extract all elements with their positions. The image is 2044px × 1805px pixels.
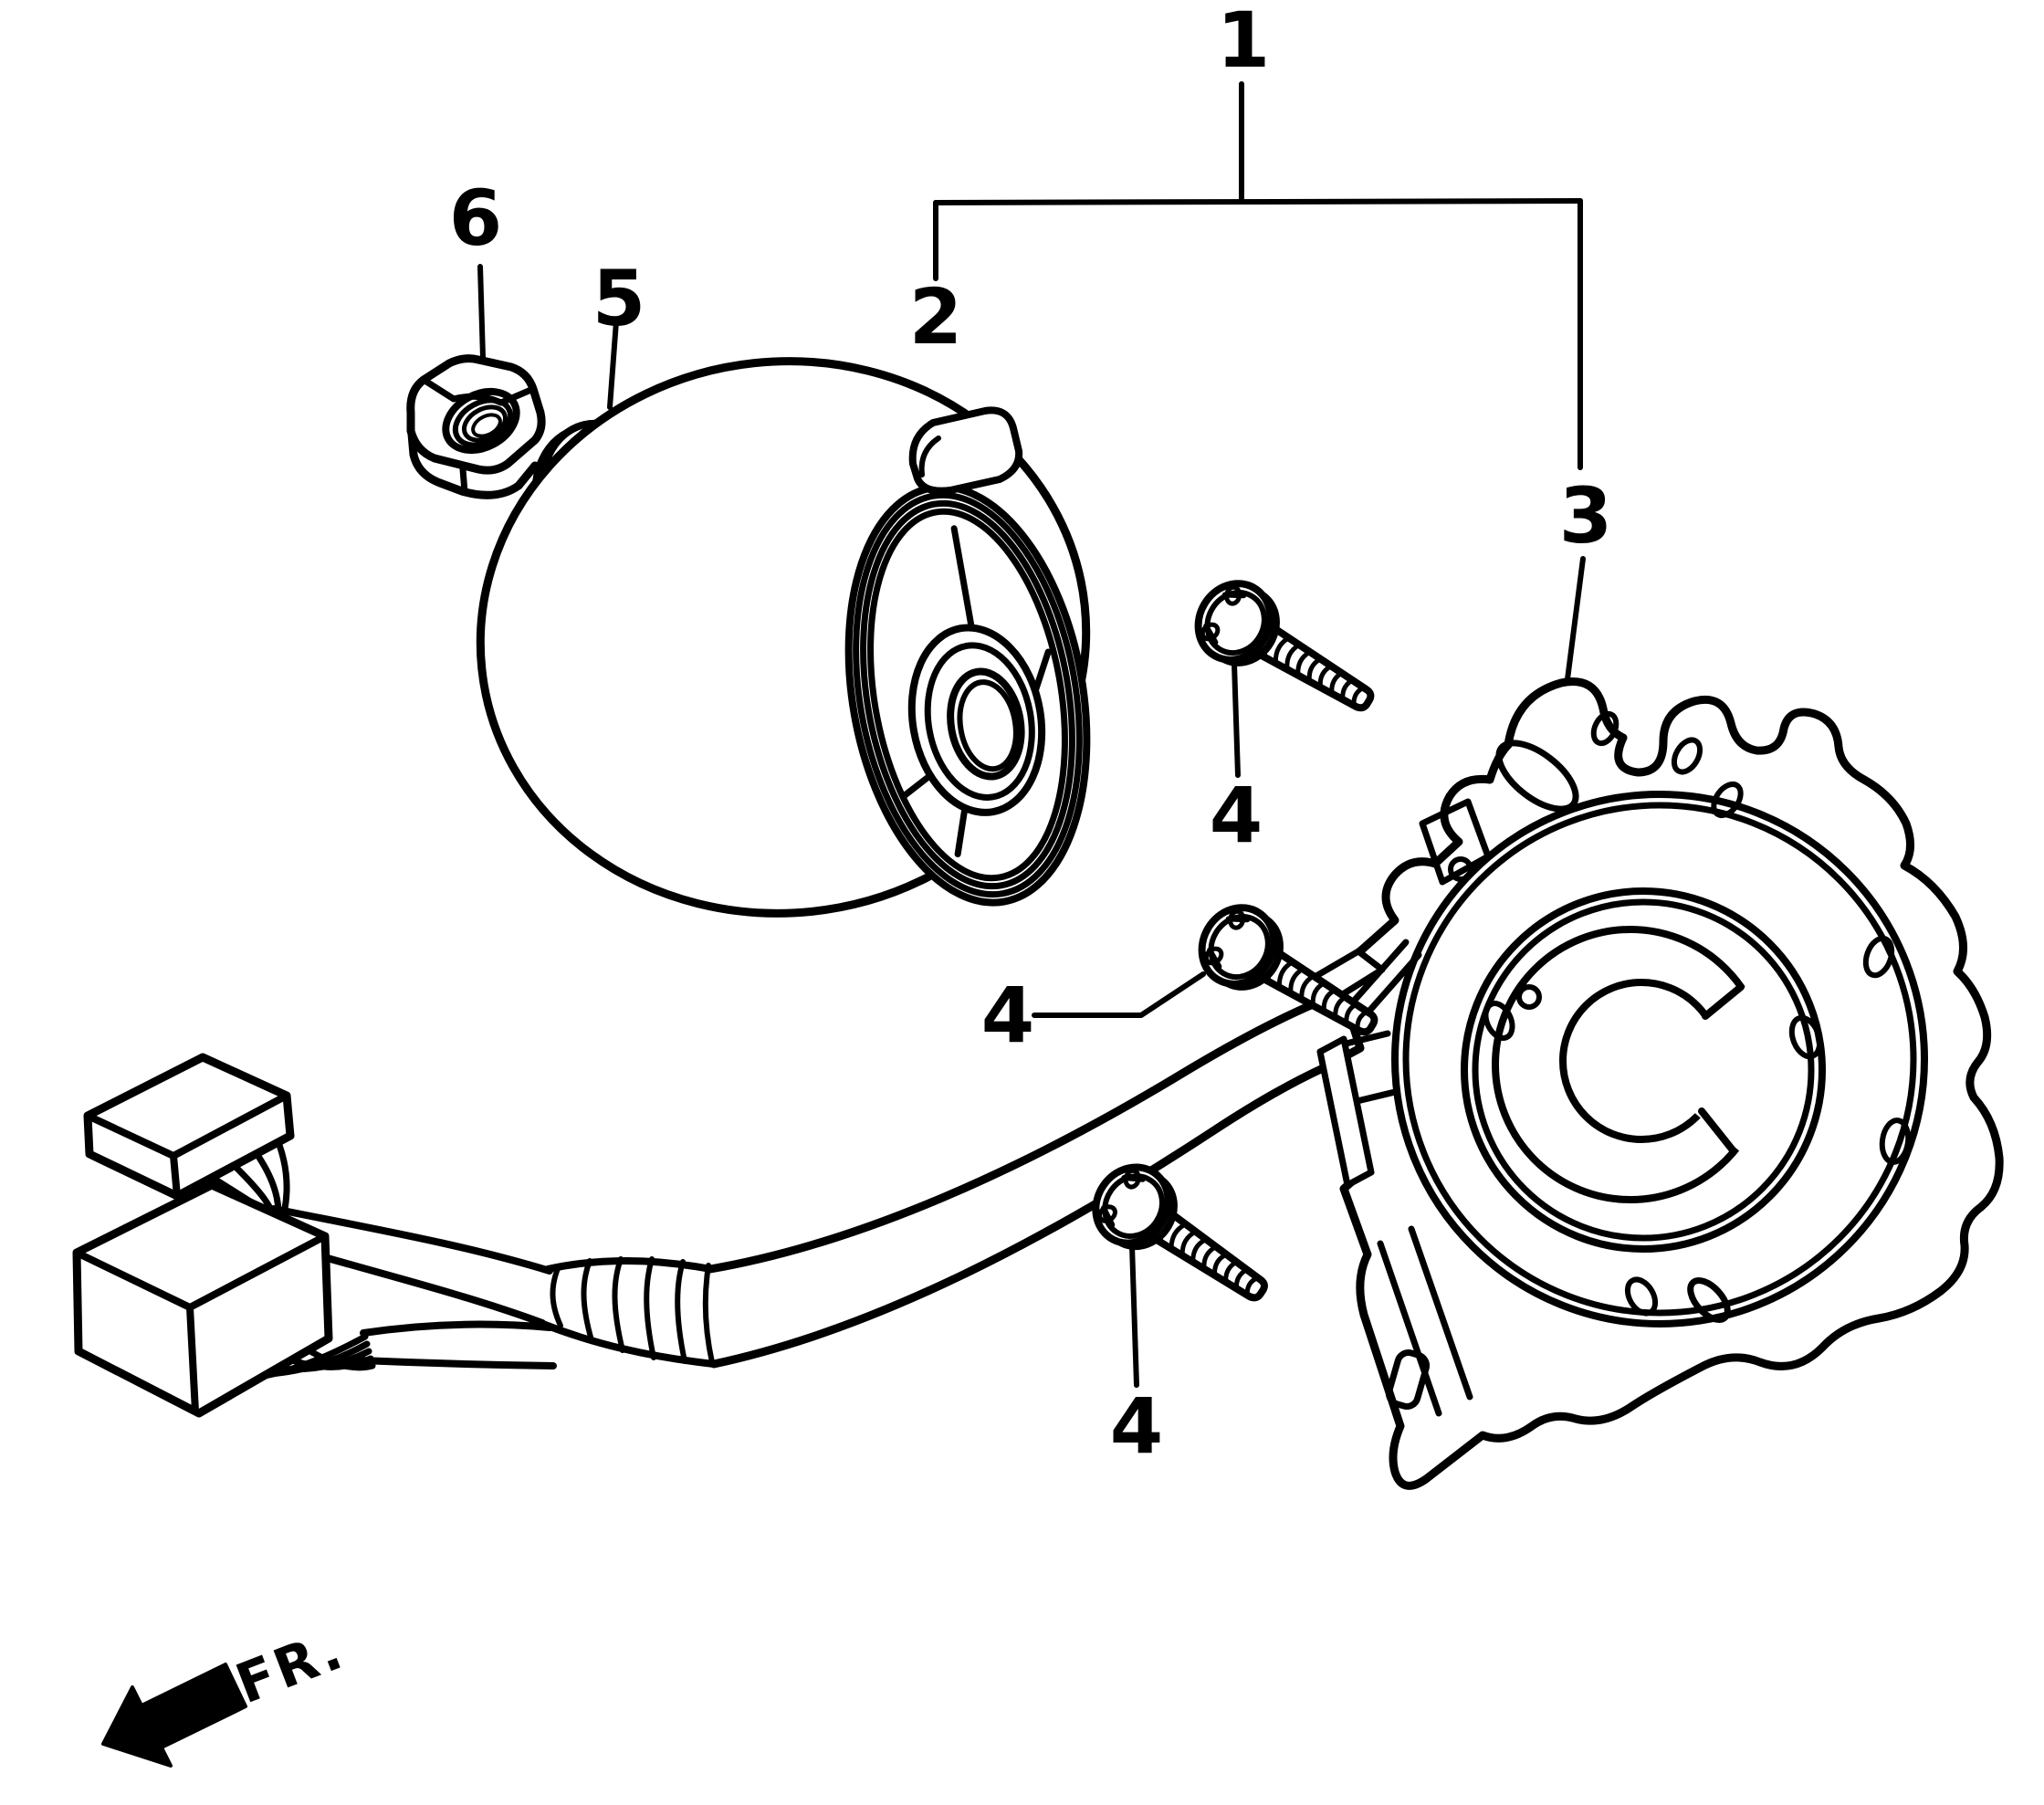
flange-bolt-top bbox=[1184, 571, 1389, 736]
leader-6 bbox=[477, 264, 486, 361]
callout-1: 1 bbox=[1216, 0, 1271, 85]
callout-5: 5 bbox=[592, 254, 646, 343]
bracket-line bbox=[933, 198, 1583, 205]
stator-base-plate bbox=[1332, 677, 2004, 1490]
connector-upper bbox=[83, 1053, 295, 1201]
callout-3: 3 bbox=[1558, 471, 1613, 561]
hex-nut bbox=[406, 354, 546, 499]
callout-4-middle: 4 bbox=[980, 971, 1035, 1060]
leader-5 bbox=[607, 319, 619, 410]
leader-4-bottom bbox=[1129, 1243, 1139, 1388]
callout-4-top: 4 bbox=[1209, 771, 1263, 860]
front-direction-arrow bbox=[101, 1663, 247, 1768]
connector-lower bbox=[72, 1181, 333, 1418]
flange-bolt-bottom bbox=[1081, 1153, 1283, 1325]
keyway bbox=[908, 406, 1023, 495]
leader-4-top bbox=[1232, 661, 1241, 778]
wire-harness bbox=[72, 985, 1368, 1418]
leader-3 bbox=[1565, 556, 1586, 682]
callout-4-bottom: 4 bbox=[1109, 1381, 1164, 1471]
flywheel-rotor bbox=[476, 357, 1091, 918]
callout-2: 2 bbox=[908, 272, 963, 362]
leader-lines bbox=[477, 81, 1586, 1388]
callout-6: 6 bbox=[448, 173, 503, 263]
leader-4-middle bbox=[1032, 971, 1206, 1018]
